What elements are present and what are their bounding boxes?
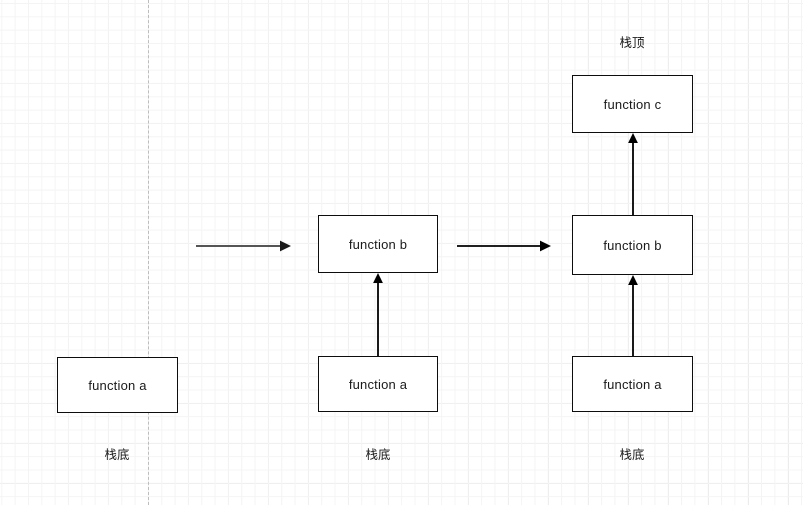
- stage2-function-b-box[interactable]: function b: [318, 215, 438, 273]
- stage1-function-a-box[interactable]: function a: [57, 357, 178, 413]
- transition-1-arrow-icon: [196, 240, 291, 252]
- stage2-function-b-label: function b: [348, 236, 408, 252]
- stage3-a-to-b-arrow-icon: [628, 275, 638, 359]
- stage2-function-a-label: function a: [348, 376, 408, 392]
- stage1-function-a-label: function a: [88, 377, 147, 393]
- stage3-function-c-box[interactable]: function c: [572, 75, 693, 133]
- stage3-b-to-c-arrow-icon: [628, 133, 638, 217]
- stage3-stack-top-label: 栈顶: [619, 36, 645, 50]
- stage2-a-to-b-arrow-icon: [373, 273, 383, 359]
- stage2-function-a-box[interactable]: function a: [318, 356, 438, 412]
- stage3-function-b-box[interactable]: function b: [572, 215, 693, 275]
- dashed-guide-line: [148, 0, 149, 505]
- transition-2-arrow-icon: [457, 240, 551, 252]
- stage1-stack-bottom-label: 栈底: [104, 448, 130, 462]
- stage3-function-a-label: function a: [603, 376, 662, 392]
- stage3-stack-bottom-label: 栈底: [619, 448, 645, 462]
- stage3-function-b-label: function b: [603, 237, 662, 253]
- stage2-stack-bottom-label: 栈底: [365, 448, 391, 462]
- stage3-function-c-label: function c: [603, 96, 662, 112]
- stage3-function-a-box[interactable]: function a: [572, 356, 693, 412]
